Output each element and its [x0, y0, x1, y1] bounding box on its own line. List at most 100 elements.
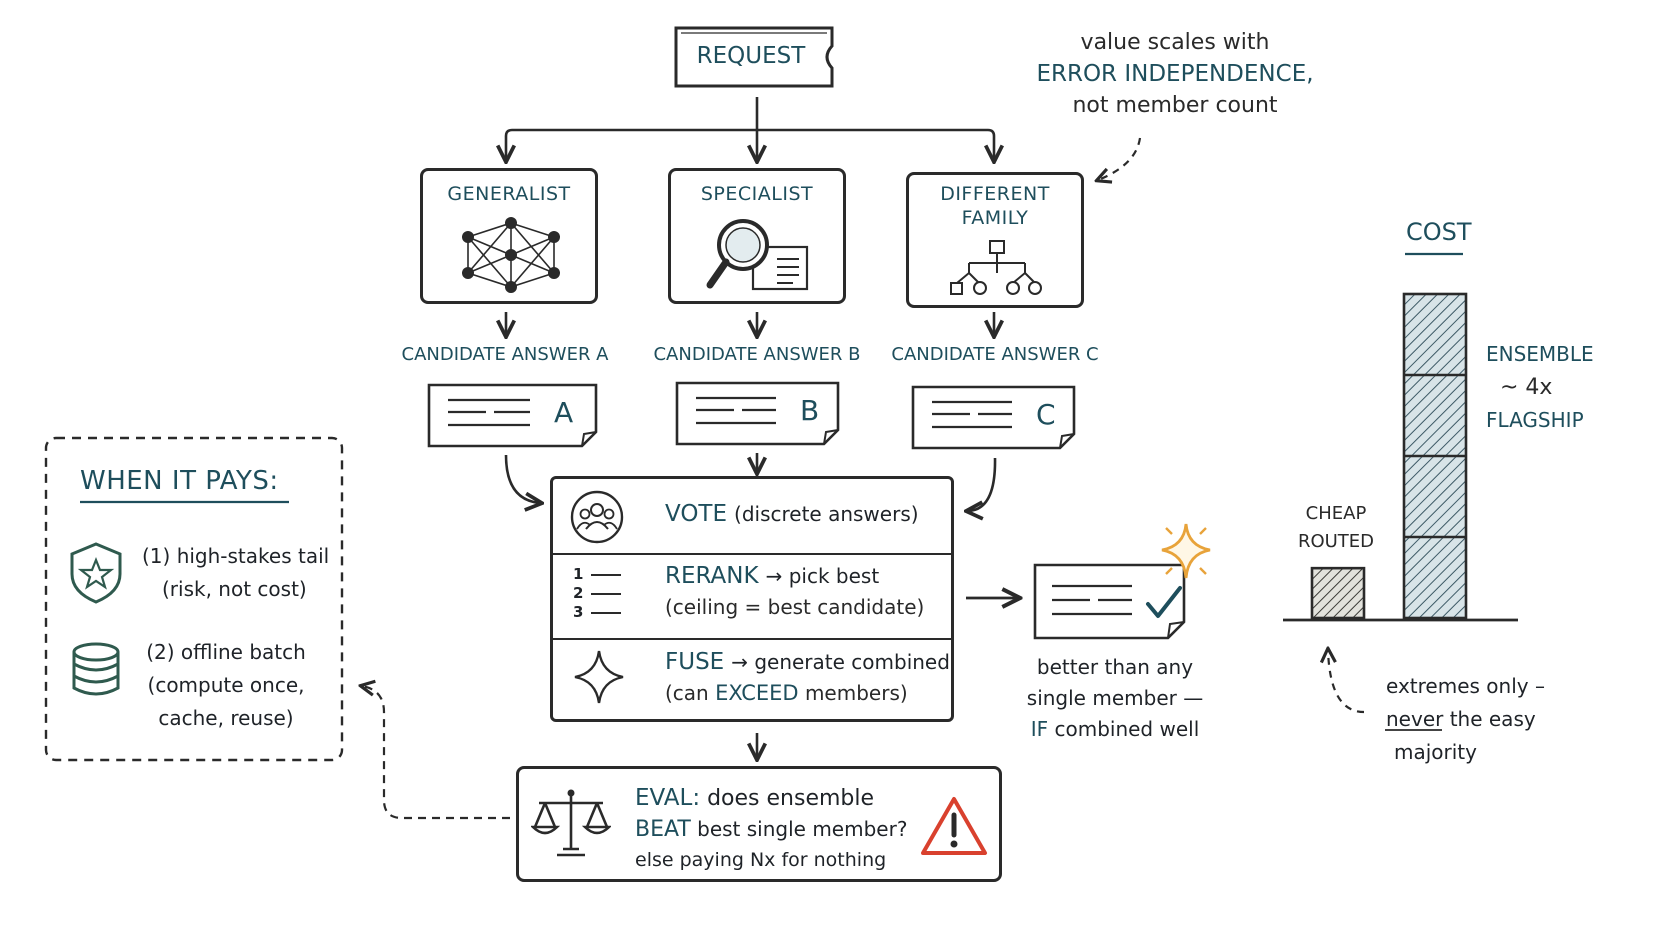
output-note-line1: better than any [1036, 655, 1194, 679]
document-card-icon [911, 385, 1076, 450]
candidate-label-a: CANDIDATE ANSWER A [401, 344, 609, 365]
magnifier-document-icon [706, 219, 809, 291]
pays-title: WHEN IT PAYS: [80, 466, 279, 496]
candidate-card-b: B [674, 380, 844, 448]
rank-num-1: 1 [573, 565, 584, 583]
fuse-sub-keyword: EXCEED [715, 681, 799, 705]
neural-network-icon [462, 217, 560, 293]
warning-icon [921, 797, 987, 855]
output-note-line3: IF combined well [990, 714, 1240, 745]
arrow-c-aggregate [968, 457, 997, 511]
fuse-keyword: FUSE [665, 649, 725, 675]
tree-hierarchy-icon [950, 240, 1042, 295]
cost-note-2: never the easy [1386, 703, 1545, 736]
cost-note-rest: the easy [1443, 707, 1536, 731]
divider-vote-rerank [553, 553, 951, 555]
pays-item-2-line2: (compute once, [147, 673, 305, 697]
ensemble-label-2: ~ 4x [1500, 375, 1553, 400]
fuse-sub-pre: (can [665, 681, 716, 705]
cost-note-never: never [1386, 707, 1444, 731]
rerank-sub: (ceiling = best candidate) [665, 595, 925, 619]
specialist-box: SPECIALIST [668, 168, 846, 304]
eval-keyword: EVAL: [635, 785, 701, 811]
candidate-letter-b: B [800, 394, 820, 427]
candidate-label-b: CANDIDATE ANSWER B [653, 344, 861, 365]
shield-star-icon [70, 542, 122, 604]
different-family-title-1: DIFFERENT [940, 183, 1050, 205]
annotation-line2: ERROR INDEPENDENCE, [1036, 61, 1314, 87]
ensemble-label: ENSEMBLE ~ 4x FLAGSHIP [1486, 338, 1594, 437]
document-card-icon [675, 381, 840, 446]
people-group-icon [570, 490, 624, 544]
ensemble-label-3: FLAGSHIP [1486, 408, 1584, 432]
annotation-line3: not member count [1072, 93, 1278, 118]
rerank-row: RERANK → pick best [665, 563, 879, 589]
eval-line1: EVAL: does ensemble [635, 785, 874, 811]
sparkle-icon [574, 650, 624, 704]
cheap-label: CHEAP ROUTED [1286, 500, 1386, 556]
annotation-error-independence: value scales with ERROR INDEPENDENCE, no… [1020, 30, 1330, 118]
ticket-shape-icon [674, 26, 834, 88]
specialist-title: SPECIALIST [700, 183, 814, 205]
pays-item-2-line3: cache, reuse) [158, 706, 294, 730]
candidate-letter-a: A [554, 396, 574, 429]
aggregator-box: VOTE (discrete answers) 1 2 3 RERANK → p… [550, 476, 954, 722]
pays-item-1-line1: (1) high-stakes tail [142, 544, 330, 568]
output-card [1032, 523, 1211, 642]
pays-item-2-line1: (2) offline batch [146, 640, 306, 664]
fuse-sub: (can EXCEED members) [665, 681, 908, 705]
arrow-request-split [506, 128, 994, 160]
eval-box: EVAL: does ensemble BEAT best single mem… [516, 766, 1002, 882]
pays-item-1-line2: (risk, not cost) [162, 577, 307, 601]
document-card-icon [1033, 563, 1186, 640]
output-note-line2: single member — [1026, 686, 1204, 710]
numbered-list-icon: 1 2 3 [573, 565, 633, 627]
different-family-title-2: FAMILY [961, 207, 1029, 229]
arrow-annotation [1098, 137, 1142, 180]
cost-note-1: extremes only – [1386, 674, 1545, 698]
divider-rerank-fuse [553, 638, 951, 640]
rerank-detail: → pick best [765, 564, 880, 588]
candidate-card-c: C [910, 384, 1080, 452]
eval-beat-keyword: BEAT [635, 817, 691, 842]
cost-note-3: majority [1394, 740, 1477, 764]
request-ticket: REQUEST [672, 24, 838, 90]
generalist-box: GENERALIST [420, 168, 598, 304]
output-note-if: IF [1030, 717, 1049, 741]
document-card-icon [427, 383, 598, 448]
pays-item-1: (1) high-stakes tail (risk, not cost) [142, 540, 329, 606]
cheap-label-2: ROUTED [1297, 531, 1375, 552]
generalist-title: GENERALIST [447, 183, 571, 205]
fuse-detail: → generate combined [731, 650, 950, 674]
cost-bar-cheap-routed [1310, 566, 1366, 620]
vote-keyword: VOTE [665, 501, 728, 527]
eval-line2-rest: best single member? [690, 817, 908, 841]
ensemble-label-1: ENSEMBLE [1486, 342, 1594, 366]
eval-line1-rest: does ensemble [700, 786, 875, 811]
rank-num-2: 2 [573, 584, 584, 602]
cost-bars [1310, 292, 1468, 620]
arrow-eval-pays [362, 686, 510, 820]
rerank-keyword: RERANK [665, 563, 759, 589]
cost-title: COST [1406, 218, 1472, 246]
candidate-card-a: A [426, 382, 602, 450]
scales-icon [531, 789, 611, 857]
sparkle-icon [1161, 523, 1211, 579]
request-label: REQUEST [696, 43, 806, 69]
candidate-label-c: CANDIDATE ANSWER C [891, 344, 1099, 365]
annotation-line1: value scales with [1080, 30, 1270, 55]
eval-line2: BEAT best single member? [635, 817, 907, 842]
rank-num-3: 3 [573, 603, 584, 621]
cheap-label-1: CHEAP [1305, 503, 1367, 524]
different-family-box: DIFFERENT FAMILY [906, 172, 1084, 308]
output-note-rest: combined well [1048, 717, 1200, 741]
fuse-row: FUSE → generate combined [665, 649, 950, 675]
arrow-a-aggregate [504, 454, 540, 503]
output-note: better than any single member — IF combi… [990, 652, 1240, 745]
cost-note: extremes only – never the easy majority [1386, 670, 1545, 769]
vote-row: VOTE (discrete answers) [665, 501, 919, 527]
pays-item-2: (2) offline batch (compute once, cache, … [138, 636, 314, 735]
arrow-cost-note [1328, 650, 1365, 714]
vote-detail: (discrete answers) [734, 502, 919, 526]
